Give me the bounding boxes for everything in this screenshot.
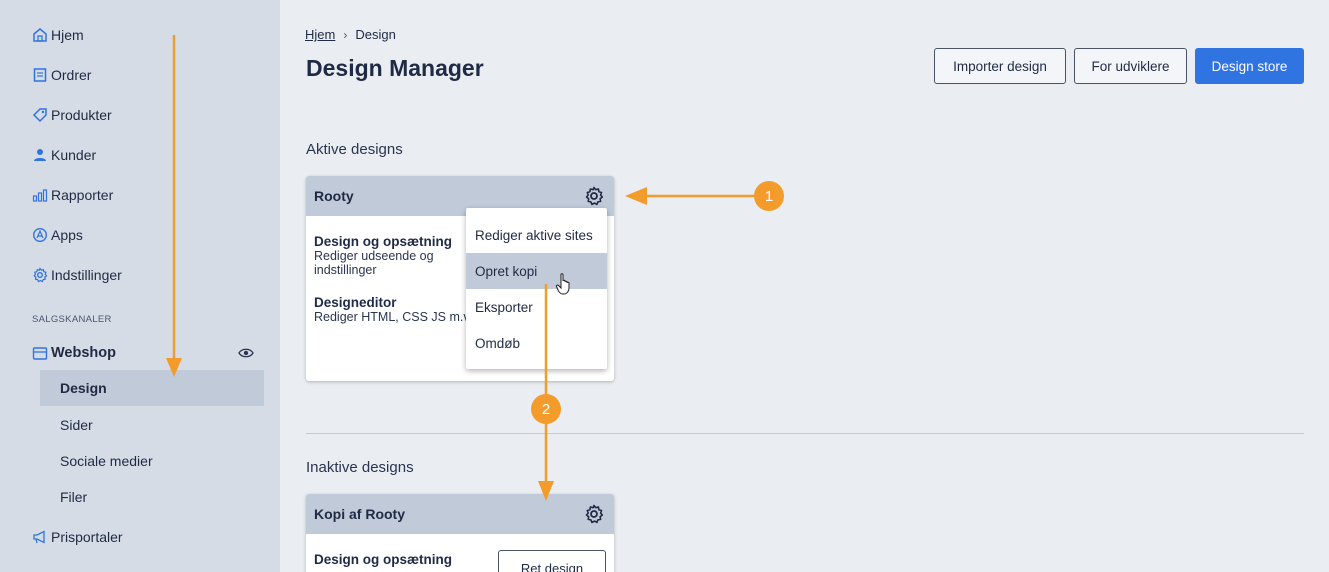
sidebar-item-label: Ordrer <box>51 67 92 83</box>
page-title: Design Manager <box>306 55 484 81</box>
sidebar-sub-item-filer[interactable]: Filer <box>40 479 264 515</box>
edit-design-button[interactable]: Ret design <box>498 550 606 572</box>
sidebar-sub-item-label: Filer <box>60 489 88 505</box>
for-developers-button[interactable]: For udviklere <box>1074 48 1187 84</box>
annotation-arrow-1: 1 <box>625 181 784 211</box>
sidebar-item-label: Produkter <box>51 107 112 123</box>
sidebar-item-hjem[interactable]: Hjem <box>32 23 84 47</box>
design-actions-menu: Rediger aktive sites Opret kopi Eksporte… <box>466 208 607 369</box>
sidebar-item-label: Indstillinger <box>51 267 122 283</box>
design-name: Rooty <box>314 188 354 204</box>
inactive-design-card: Kopi af Rooty Design og opsætning <box>306 494 614 572</box>
section-divider <box>306 433 1304 434</box>
design-setup-title[interactable]: Design og opsætning <box>314 234 452 249</box>
design-setup-desc: Rediger udseende og indstillinger <box>314 249 434 277</box>
home-icon <box>32 27 48 43</box>
menu-item-rename[interactable]: Omdøb <box>475 335 521 351</box>
sidebar-channel-webshop[interactable]: Webshop <box>32 341 254 365</box>
sidebar-item-label: Prisportaler <box>51 529 123 545</box>
sidebar-item-label: Kunder <box>51 147 97 163</box>
design-editor-desc: Rediger HTML, CSS JS m.v. <box>314 310 473 324</box>
store-icon <box>32 345 48 361</box>
sidebar-item-label: Hjem <box>51 27 84 43</box>
sidebar-item-produkter[interactable]: Produkter <box>32 103 112 127</box>
breadcrumb: Hjem › Design <box>305 27 396 42</box>
sidebar-item-label: Apps <box>51 227 83 243</box>
tag-icon <box>32 107 48 123</box>
card-body: Design og opsætning <box>306 534 614 567</box>
inactive-designs-heading: Inaktive designs <box>306 459 414 476</box>
sidebar-item-prisportaler[interactable]: Prisportaler <box>32 525 123 549</box>
design-setup-title[interactable]: Design og opsætning <box>314 552 452 567</box>
annotation-badge-1: 1 <box>765 188 773 205</box>
design-editor-title[interactable]: Designeditor <box>314 295 397 310</box>
annotation-badge-2: 2 <box>542 401 550 418</box>
sidebar-item-kunder[interactable]: Kunder <box>32 143 96 167</box>
design-name: Kopi af Rooty <box>314 506 405 522</box>
menu-item-create-copy[interactable]: Opret kopi <box>466 253 607 289</box>
breadcrumb-current: Design <box>355 27 396 42</box>
sidebar-sub-item-label: Sider <box>60 417 93 433</box>
sidebar-item-ordrer[interactable]: Ordrer <box>32 63 91 87</box>
apps-icon <box>32 227 48 243</box>
gear-icon <box>32 267 48 283</box>
sidebar-sub-item-sociale-medier[interactable]: Sociale medier <box>40 443 264 479</box>
menu-item-export[interactable]: Eksporter <box>475 299 533 315</box>
user-icon <box>32 147 48 163</box>
active-designs-heading: Aktive designs <box>306 141 403 158</box>
chevron-right-icon: › <box>343 27 348 42</box>
gear-icon[interactable] <box>584 504 604 524</box>
sidebar-sub-item-label: Sociale medier <box>60 453 153 469</box>
sidebar-sub-item-sider[interactable]: Sider <box>40 407 264 443</box>
sidebar-item-rapporter[interactable]: Rapporter <box>32 183 113 207</box>
megaphone-icon <box>32 529 48 545</box>
gear-icon[interactable] <box>584 186 604 206</box>
design-store-button[interactable]: Design store <box>1195 48 1304 84</box>
eye-icon[interactable] <box>238 345 254 361</box>
import-design-button[interactable]: Importer design <box>934 48 1066 84</box>
sidebar-item-indstillinger[interactable]: Indstillinger <box>32 263 122 287</box>
sidebar-channel-label: Webshop <box>51 345 116 361</box>
sidebar-sub-item-label: Design <box>60 380 107 396</box>
sidebar-sub-item-design[interactable]: Design <box>40 370 264 406</box>
sidebar-item-label: Rapporter <box>51 187 114 203</box>
menu-item-edit-active-sites[interactable]: Rediger aktive sites <box>475 227 593 243</box>
sidebar-item-apps[interactable]: Apps <box>32 223 83 247</box>
card-header: Kopi af Rooty <box>306 494 614 534</box>
orders-icon <box>32 67 48 83</box>
sidebar: Hjem Ordrer Produkter Kunder Rapporter A… <box>0 0 280 572</box>
sales-channels-label: SALGSKANALER <box>32 314 112 325</box>
bar-chart-icon <box>32 187 48 203</box>
card-body: Design og opsætning Rediger udseende og … <box>306 216 614 324</box>
breadcrumb-home-link[interactable]: Hjem <box>305 27 336 42</box>
